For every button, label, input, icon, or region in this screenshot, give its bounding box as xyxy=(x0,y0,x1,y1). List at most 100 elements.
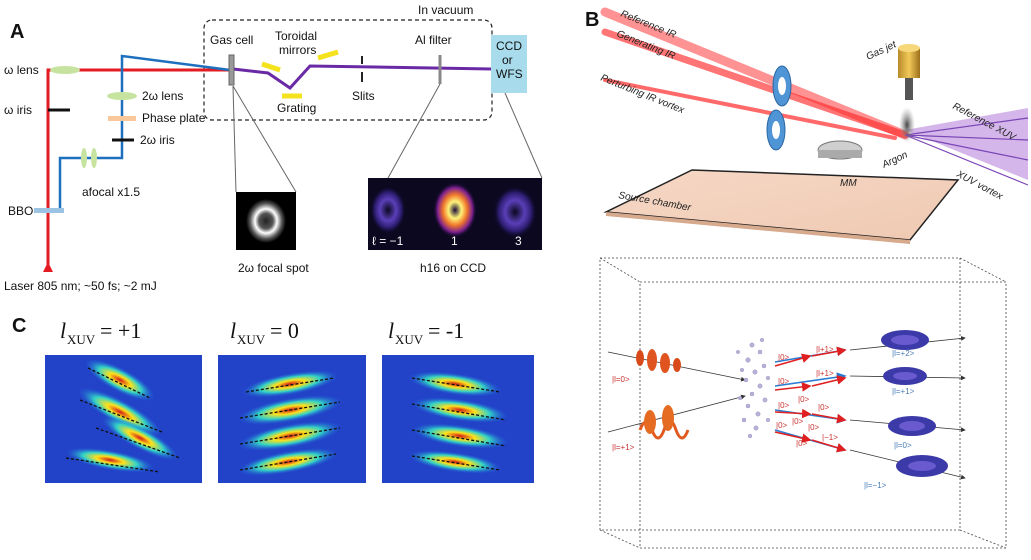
in-vacuum-label: In vacuum xyxy=(418,3,473,17)
axis-lower xyxy=(607,394,746,433)
grating-label: Grating xyxy=(277,101,316,115)
map-l0 xyxy=(218,355,366,483)
map2-title-sub: XUV xyxy=(237,332,266,347)
table-edge xyxy=(606,212,910,244)
afocal-label: afocal x1.5 xyxy=(82,185,140,199)
xuv-rays xyxy=(904,117,1029,186)
map2-title-l: l xyxy=(230,318,236,343)
afocal-lens-1 xyxy=(81,148,87,168)
map3-title-l: l xyxy=(388,318,394,343)
omega-beam xyxy=(46,68,230,270)
phase-plate xyxy=(108,116,136,121)
bbo-crystal xyxy=(34,208,64,213)
laser-arrow-icon xyxy=(43,262,53,272)
map3-title-sub: XUV xyxy=(395,332,424,347)
two-omega-lens-label: 2ω lens xyxy=(142,89,183,103)
panel-b: B Source chamber MM Gas jet Argon Refere… xyxy=(585,7,1029,549)
lens-lower-hole xyxy=(772,121,780,139)
map-lminus1 xyxy=(382,355,534,483)
state-l0-label: |l=0> xyxy=(612,375,630,384)
ccd-leader-1 xyxy=(387,83,441,179)
panel-letter-c: C xyxy=(12,315,26,337)
box-front-face xyxy=(639,281,1007,549)
xuv-cone xyxy=(905,108,1028,180)
map-lplus1 xyxy=(45,355,202,483)
afocal-lens-2 xyxy=(91,148,97,168)
mid-state-12: |0> xyxy=(796,439,808,448)
detector-box xyxy=(491,35,527,93)
ccd-order-3-ring xyxy=(493,186,537,238)
mid-state-3: |0> xyxy=(778,377,790,386)
detector-label-3: WFS xyxy=(496,67,523,81)
toroidal-label-1: Toroidal xyxy=(275,29,317,43)
mid-state-7: |0> xyxy=(818,403,830,412)
state-lplus1-label: |l=+1> xyxy=(612,443,635,452)
panel-a: A In vacuum Gas cell Toroidal mirrors Gr… xyxy=(4,3,543,293)
output-beams xyxy=(849,330,966,480)
map2-title-value: = 0 xyxy=(270,318,299,343)
argon-atom-cloud xyxy=(736,338,771,439)
map3-title-value: = -1 xyxy=(428,318,464,343)
detector-label-1: CCD xyxy=(496,39,522,53)
panel-letter-b: B xyxy=(585,9,599,31)
laser-label: Laser 805 nm; ~50 fs; ~2 mJ xyxy=(4,279,157,293)
ccd-order-minus1-ring xyxy=(370,186,406,234)
mid-state-8: |0> xyxy=(776,421,788,430)
xuv-vortex-label: XUV vortex xyxy=(954,168,1006,202)
slits-label: Slits xyxy=(352,89,375,103)
mid-state-6: |0> xyxy=(798,395,810,404)
focal-spot-caption: 2ω focal spot xyxy=(238,261,309,275)
detector-label-2: or xyxy=(502,53,513,67)
perturbing-ir-beam xyxy=(603,78,897,140)
bbo-label: BBO xyxy=(8,204,33,218)
two-omega-iris-label: 2ω iris xyxy=(140,133,175,147)
mid-state-9: |0> xyxy=(792,417,804,426)
ccd-order-1-ring xyxy=(433,182,477,238)
box-edge-3 xyxy=(599,529,641,549)
mm-label: MM xyxy=(840,178,857,189)
gas-jet-nozzle xyxy=(905,78,913,100)
omega-iris-label: ω iris xyxy=(4,103,32,117)
gas-jet-top xyxy=(898,44,920,52)
two-omega-lens xyxy=(107,92,137,100)
gas-cell xyxy=(228,54,235,86)
out-state-lminus1: |l=−1> xyxy=(864,481,887,490)
gaussian-pulse xyxy=(636,349,681,373)
ccd-leader-2 xyxy=(504,92,543,179)
focal-spot-donut xyxy=(246,199,286,243)
mid-state-10: |0> xyxy=(808,423,820,432)
mid-state-4: |l+1> xyxy=(816,369,834,378)
out-state-l0: |l=0> xyxy=(894,441,912,450)
mm-mirror-side xyxy=(818,150,862,158)
mid-state-11: |−1> xyxy=(822,433,838,442)
box-edge-4 xyxy=(959,529,1007,549)
ccd-order-minus1-label: ℓ = −1 xyxy=(372,234,404,248)
al-filter-label: Al filter xyxy=(415,33,452,47)
map1-title-value: = +1 xyxy=(100,318,141,343)
mid-state-2: |l+1> xyxy=(816,345,834,354)
map1-title-l: l xyxy=(60,318,66,343)
xuv-beam xyxy=(232,64,493,90)
map1-title-sub: XUV xyxy=(67,332,96,347)
vortex-pulse xyxy=(638,405,690,440)
omega-lens-label: ω lens xyxy=(4,63,39,77)
panel-letter-a: A xyxy=(10,21,24,43)
out-state-lplus1: |l=+1> xyxy=(892,387,915,396)
simulation-box xyxy=(599,257,1007,549)
gas-cell-label: Gas cell xyxy=(210,33,253,47)
box-edge-2 xyxy=(959,257,1007,283)
toroidal-mirror-1 xyxy=(261,61,281,73)
gas-jet-label: Gas jet xyxy=(865,39,899,63)
photon-arrows xyxy=(774,346,847,453)
toroidal-label-2: mirrors xyxy=(279,43,316,57)
ccd-order-1-label: 1 xyxy=(451,234,458,248)
ccd-caption: h16 on CCD xyxy=(420,261,486,275)
phase-plate-label: Phase plate xyxy=(142,111,206,125)
omega-lens xyxy=(50,66,80,74)
lens-upper-hole xyxy=(778,77,786,95)
focal-spot-leader-2 xyxy=(232,85,297,193)
out-state-lplus2: |l=+2> xyxy=(892,349,915,358)
mid-state-5: |0> xyxy=(778,401,790,410)
panel-c: C l XUV = +1 l XUV = 0 l XUV = -1 xyxy=(12,315,534,483)
ccd-order-3-label: 3 xyxy=(515,234,522,248)
